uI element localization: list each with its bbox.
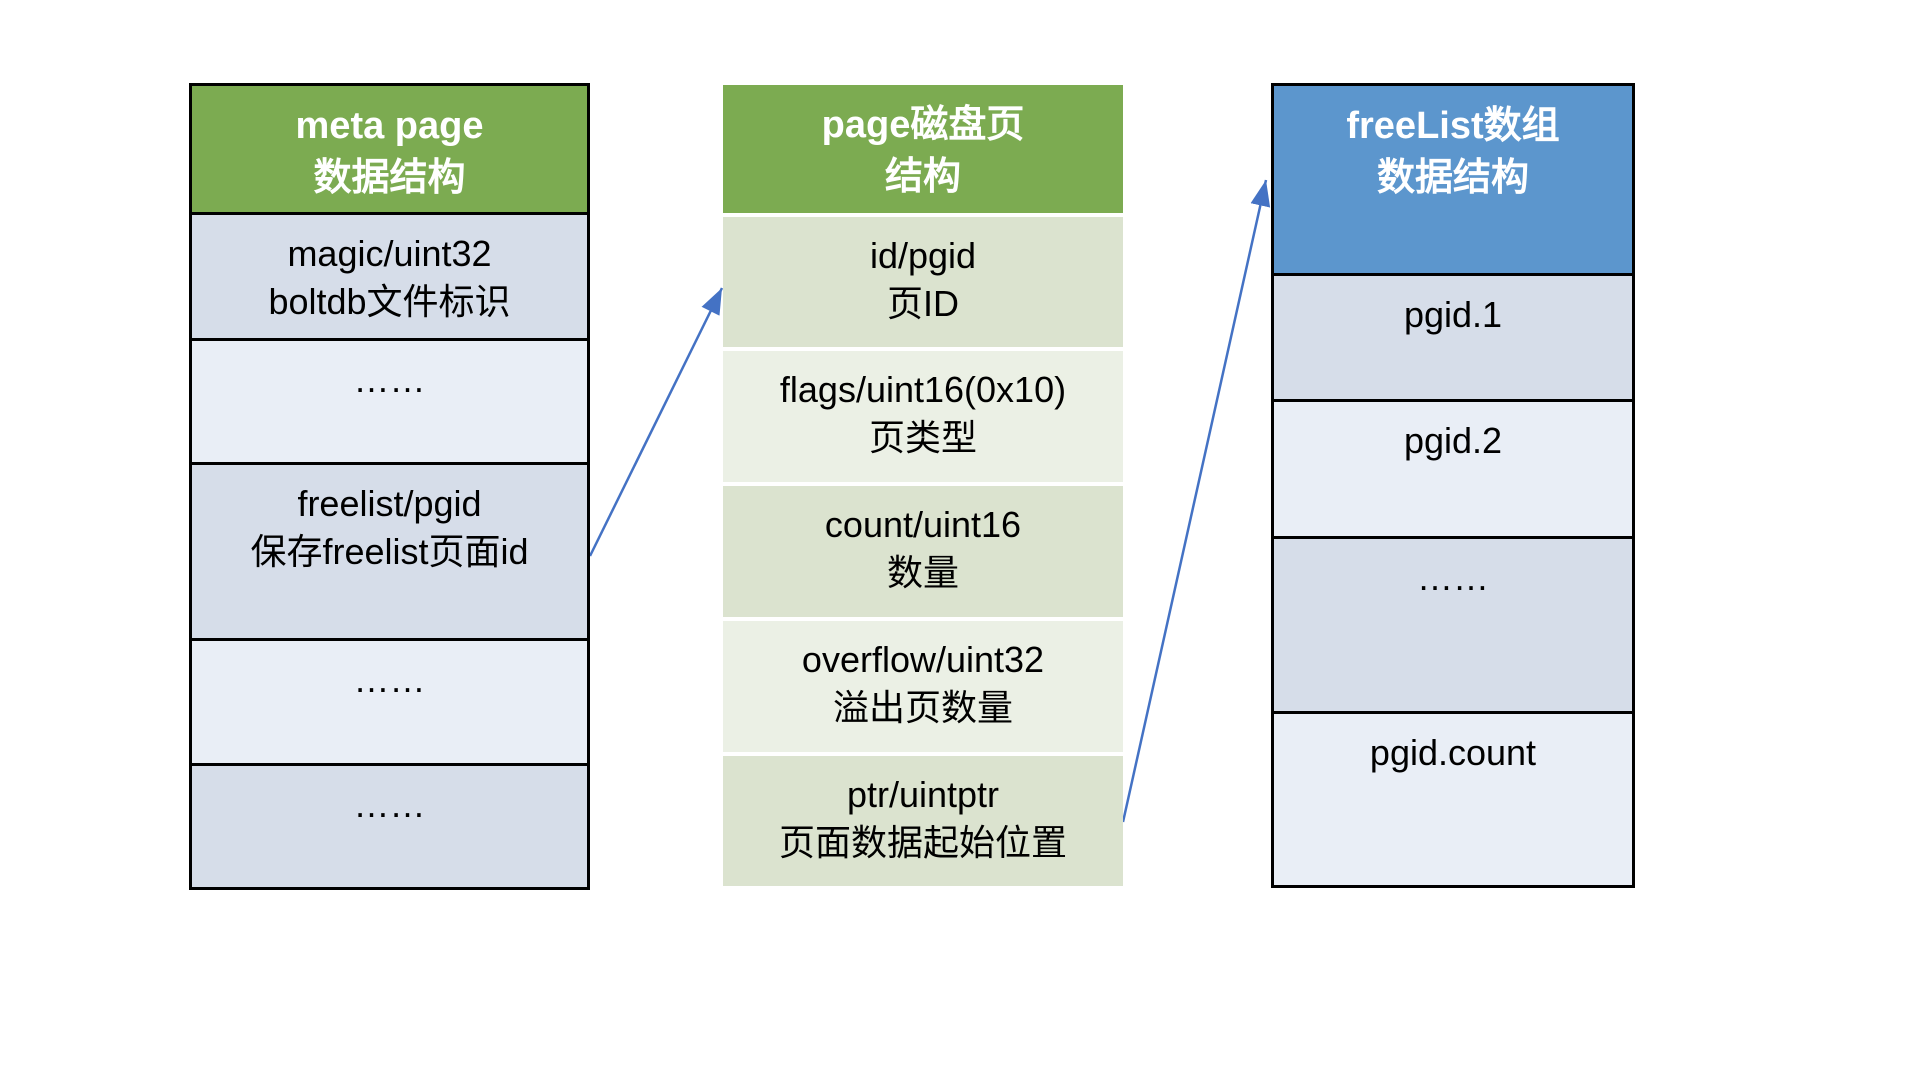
row-line: id/pgid (869, 235, 977, 276)
table-page-disk-row-0: id/pgid 页ID (723, 217, 1123, 347)
table-page-disk-row-1: flags/uint16(0x10) 页类型 (723, 351, 1123, 482)
row-line: flags/uint16(0x10) (779, 369, 1067, 410)
row-line: …… (353, 659, 426, 700)
table-meta-page-row-1: …… (192, 338, 587, 462)
table-meta-page-row-3: …… (192, 638, 587, 763)
row-line: pgid.2 (1403, 420, 1503, 461)
row-line: count/uint16 (824, 504, 1022, 545)
row-line: pgid.1 (1403, 294, 1503, 335)
table-page-disk: page磁盘页结构 id/pgid 页ID flags/uint16(0x10) 页类型… (723, 85, 1123, 886)
table-page-disk-row-2: count/uint16 数量 (723, 486, 1123, 617)
row-line: …… (1417, 557, 1489, 598)
row-line: 溢出页数量 (832, 687, 1013, 728)
row-line: magic/uint32 (287, 233, 492, 274)
header-line: 数据结构 (1376, 157, 1529, 199)
header-line: meta page (295, 105, 484, 147)
row-line: 保存freelist页面id (250, 531, 529, 572)
arrow-freelist-to-page (588, 287, 724, 557)
row-line: …… (353, 359, 426, 400)
row-line: 页面数据起始位置 (778, 822, 1067, 863)
table-meta-page: meta page 数据结构 magic/uint32 boltdb文件标识 …… fre… (189, 83, 590, 890)
table-page-disk-row-4: ptr/uintptr 页面数据起始位置 (723, 756, 1123, 886)
header-line: 数据结构 (313, 157, 466, 199)
row-line: …… (353, 784, 426, 825)
row-line: 页类型 (868, 417, 977, 458)
row-line: boltdb文件标识 (268, 281, 511, 322)
table-freelist-array-row-0: pgid.1 (1274, 273, 1632, 399)
row-line: ptr/uintptr (846, 774, 1000, 815)
row-line: 数量 (886, 552, 959, 593)
table-freelist-array-row-3: pgid.count (1274, 711, 1632, 885)
table-page-disk-header: page磁盘页结构 (723, 85, 1123, 213)
row-line: 页ID (886, 283, 959, 324)
header-line: 结构 (884, 156, 961, 198)
table-meta-page-row-0: magic/uint32 boltdb文件标识 (192, 212, 587, 338)
table-page-disk-row-3: overflow/uint32 溢出页数量 (723, 621, 1123, 752)
table-freelist-array-header: freeList数组数据结构 (1274, 86, 1632, 273)
table-freelist-array-row-1: pgid.2 (1274, 399, 1632, 536)
table-meta-page-header: meta page 数据结构 (192, 86, 587, 212)
arrow-ptr-to-freelist (1121, 179, 1271, 823)
row-line: pgid.count (1369, 732, 1537, 773)
header-line: freeList数组 (1346, 105, 1560, 147)
table-meta-page-row-4: …… (192, 763, 587, 887)
table-freelist-array-row-2: …… (1274, 536, 1632, 711)
row-line: overflow/uint32 (801, 639, 1045, 680)
table-freelist-array: freeList数组数据结构 pgid.1 pgid.2 …… pgid.count (1271, 83, 1635, 888)
table-meta-page-row-2: freelist/pgid 保存freelist页面id (192, 462, 587, 638)
header-line: page磁盘页 (821, 104, 1025, 146)
row-line: freelist/pgid (297, 483, 482, 524)
